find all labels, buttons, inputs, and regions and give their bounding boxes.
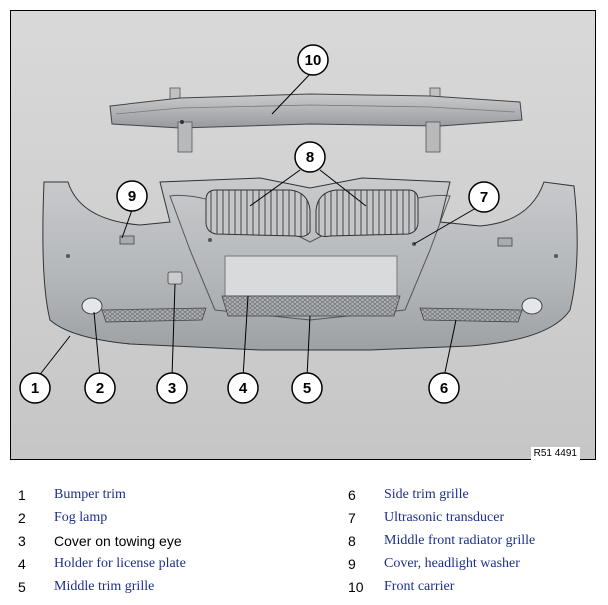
callout-2: 2	[84, 372, 116, 404]
callout-7: 7	[468, 181, 500, 213]
headlight-washer-cover-right	[497, 237, 513, 247]
legend-link-bumper-trim[interactable]: Bumper trim	[54, 487, 126, 502]
svg-text:2: 2	[96, 380, 104, 397]
legend-number: 3	[18, 533, 26, 549]
svg-text:1: 1	[31, 380, 39, 397]
legend-number: 2	[18, 510, 26, 526]
legend-number: 8	[348, 533, 356, 549]
svg-text:4: 4	[239, 380, 248, 397]
headlight-washer-cover-left	[119, 235, 135, 245]
legend-link-ultrasonic-transducer[interactable]: Ultrasonic transducer	[384, 510, 505, 525]
side-trim-grille	[419, 307, 523, 323]
legend-link-side-trim-grille[interactable]: Side trim grille	[384, 487, 469, 502]
svg-text:10: 10	[305, 52, 322, 69]
callout-9: 9	[116, 180, 148, 212]
front-carrier	[109, 87, 523, 153]
callout-6: 6	[428, 372, 460, 404]
svg-text:5: 5	[303, 380, 311, 397]
callout-5: 5	[291, 372, 323, 404]
bumper-trim-body	[42, 177, 578, 351]
callout-1: 1	[19, 372, 51, 404]
legend-number: 6	[348, 487, 356, 503]
legend-link-fog-lamp[interactable]: Fog lamp	[54, 510, 108, 525]
legend-number: 5	[18, 579, 26, 595]
fog-lamp-left	[81, 297, 103, 315]
reference-code: R51 4491	[530, 447, 580, 460]
callout-8: 8	[294, 141, 326, 173]
fog-lamp-right	[521, 297, 543, 315]
legend-link-license-plate-holder[interactable]: Holder for license plate	[54, 556, 186, 571]
callout-3: 3	[156, 372, 188, 404]
svg-text:3: 3	[168, 380, 176, 397]
svg-text:8: 8	[306, 149, 314, 166]
legend-link-front-carrier[interactable]: Front carrier	[384, 579, 455, 594]
diagram-svg: 10 8 9 7 1 2 3 4	[10, 10, 596, 460]
svg-text:7: 7	[480, 189, 488, 206]
parts-legend: 1 Bumper trim 2 Fog lamp 3 Cover on towi…	[0, 484, 608, 605]
callouts: 10 8 9 7 1 2 3 4	[19, 44, 500, 404]
left-trim-grille	[101, 307, 207, 323]
legend-number: 4	[18, 556, 26, 572]
license-plate-holder	[224, 255, 398, 297]
legend-link-middle-front-radiator-grille[interactable]: Middle front radiator grille	[384, 533, 536, 548]
towing-eye-cover	[167, 271, 183, 285]
legend-link-middle-trim-grille[interactable]: Middle trim grille	[54, 579, 155, 594]
legend-label-towing-eye-cover: Cover on towing eye	[54, 533, 182, 549]
bumper-diagram: 10 8 9 7 1 2 3 4	[10, 10, 596, 460]
legend-number: 9	[348, 556, 356, 572]
legend-number: 1	[18, 487, 26, 503]
svg-text:9: 9	[128, 188, 136, 205]
kidney-grille-right	[315, 189, 419, 237]
middle-trim-grille	[221, 295, 401, 317]
callout-10: 10	[297, 44, 329, 76]
legend-number: 7	[348, 510, 356, 526]
kidney-grille-left	[205, 189, 311, 237]
callout-4: 4	[227, 372, 259, 404]
legend-link-headlight-washer-cover[interactable]: Cover, headlight washer	[384, 556, 520, 571]
svg-text:6: 6	[440, 380, 448, 397]
legend-number: 10	[348, 579, 364, 595]
leader-lines	[37, 71, 477, 378]
